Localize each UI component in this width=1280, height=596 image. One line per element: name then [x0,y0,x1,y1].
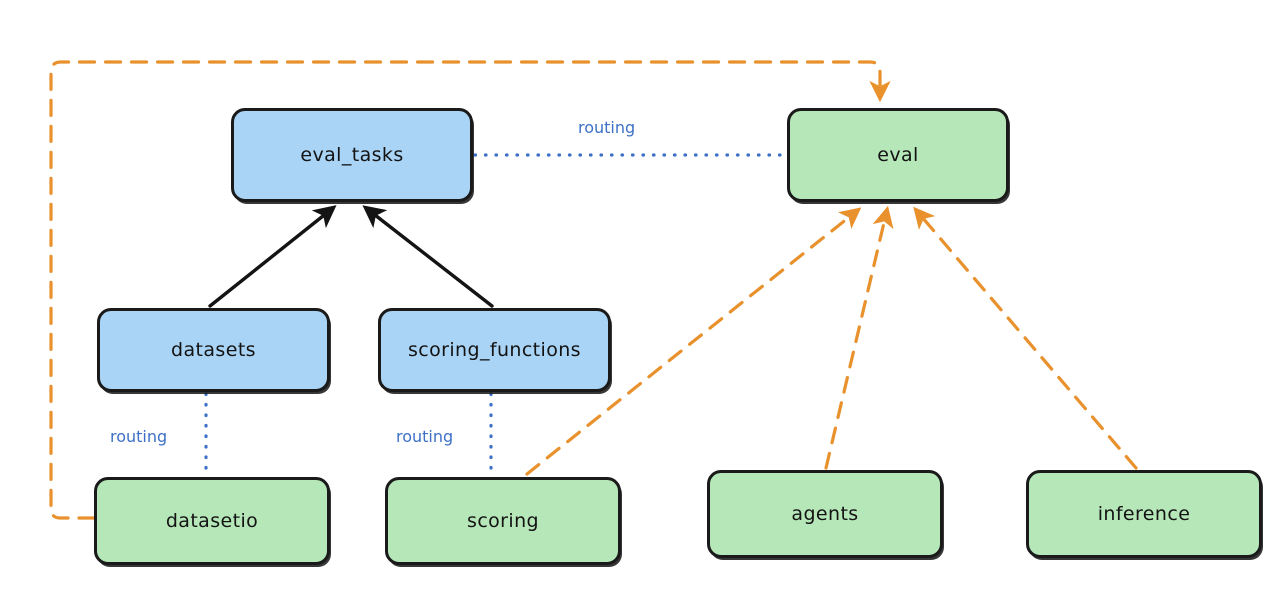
node-inference[interactable]: inference [1026,470,1262,558]
node-scoring[interactable]: scoring [385,477,621,565]
node-label-eval_tasks: eval_tasks [300,144,404,166]
node-label-inference: inference [1097,503,1191,525]
edge-label-routing-scoring: routing [396,427,454,446]
edge-datasets-eval_tasks [208,205,337,308]
node-eval[interactable]: eval [787,108,1009,202]
edge-datasetio-eval [49,60,891,520]
edge-inference-eval [913,206,1138,470]
edge-scoring-eval [525,207,862,476]
node-label-scoring_functions: scoring_functions [408,339,581,361]
node-label-datasets: datasets [171,339,256,361]
node-label-agents: agents [791,503,859,525]
node-label-scoring: scoring [467,510,539,532]
edge-agents-eval [824,205,894,470]
node-label-eval: eval [877,144,919,166]
edge-label-routing-dataset: routing [110,427,168,446]
node-datasetio[interactable]: datasetio [94,477,330,565]
node-label-datasetio: datasetio [165,510,259,532]
node-datasets[interactable]: datasets [97,308,330,392]
edge-label-routing-eval: routing [578,118,636,137]
node-scoring_functions[interactable]: scoring_functions [378,308,611,392]
node-agents[interactable]: agents [707,470,943,558]
node-eval_tasks[interactable]: eval_tasks [231,108,473,202]
edge-scoring_functions-eval_tasks [362,205,494,308]
